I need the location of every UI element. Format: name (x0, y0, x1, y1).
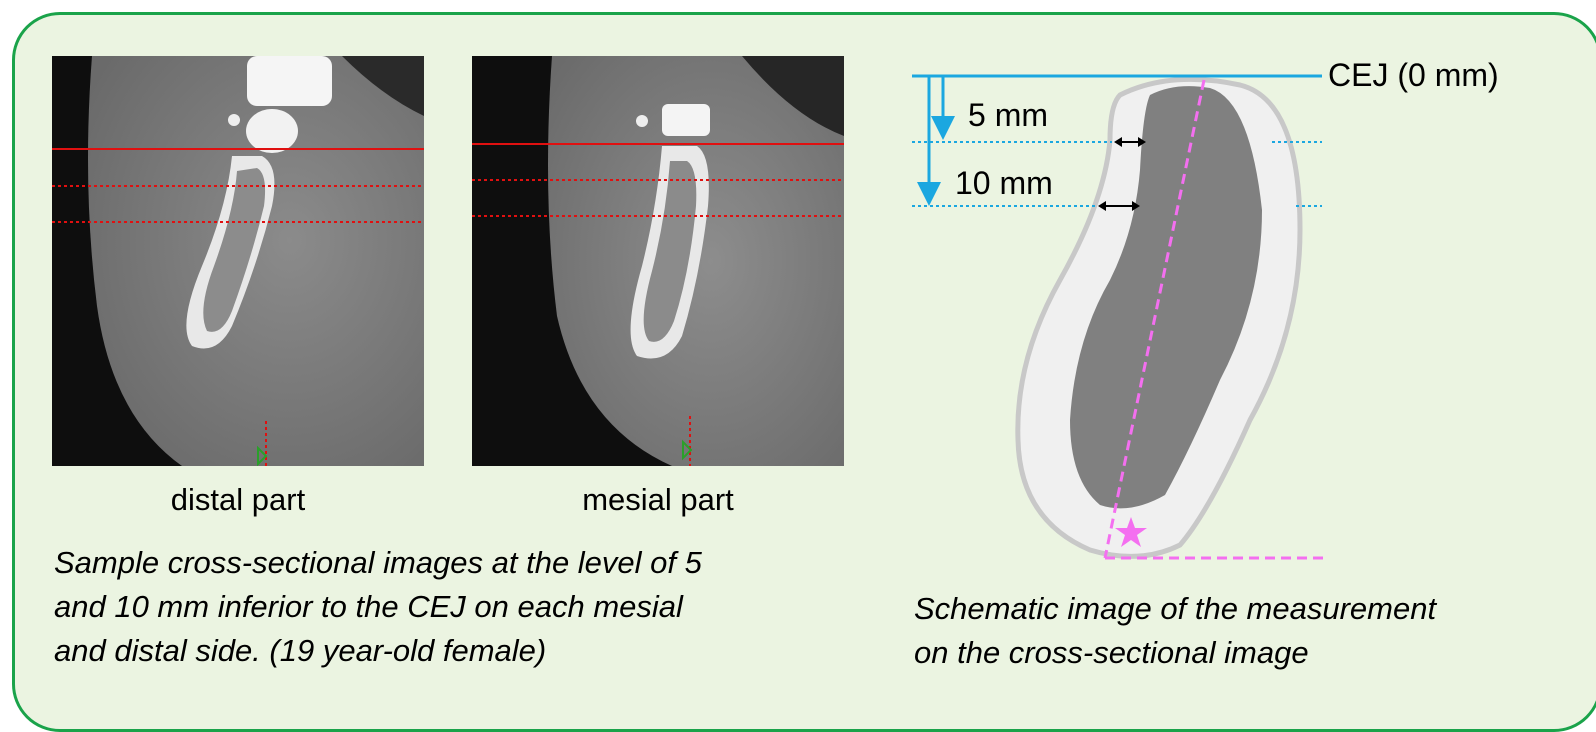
schematic-caption-line-1: Schematic image of the measurement (914, 588, 1436, 630)
cej-label: CEJ (0 mm) (1328, 57, 1499, 94)
schematic-caption-line-2: on the cross-sectional image (914, 632, 1309, 674)
label-5mm: 5 mm (968, 97, 1048, 134)
label-10mm: 10 mm (955, 165, 1053, 202)
